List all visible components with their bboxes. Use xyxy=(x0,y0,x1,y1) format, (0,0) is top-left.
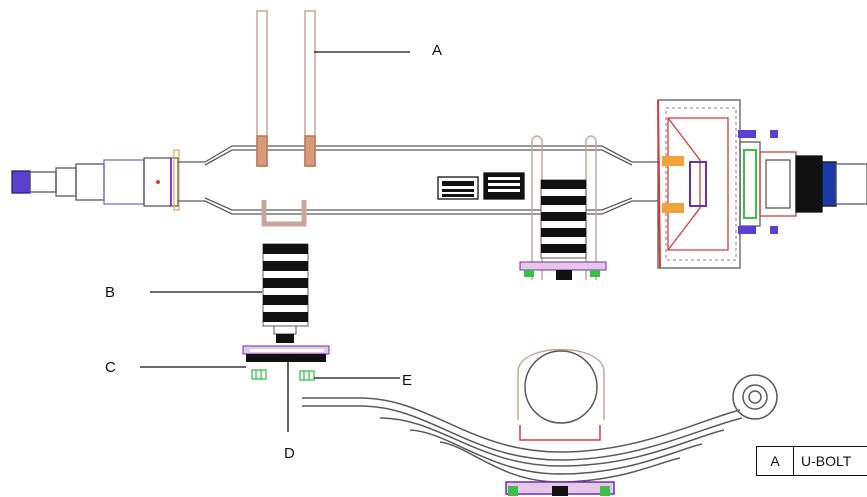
spring-pad-b xyxy=(262,243,309,343)
callout-c: C xyxy=(105,359,116,376)
parts-legend-row: A U-BOLT xyxy=(756,446,867,476)
nuts-c-e xyxy=(251,369,315,381)
legend-letter: A xyxy=(757,447,794,475)
leaf-spring xyxy=(302,348,778,496)
callout-e: E xyxy=(402,372,413,389)
tie-plate-d xyxy=(242,345,330,362)
axle xyxy=(11,145,660,215)
brake-drum-hub xyxy=(657,99,867,269)
spring-pack-right xyxy=(519,179,607,280)
u-bolt-legs-top xyxy=(256,10,316,227)
legend-part-name: U-BOLT xyxy=(801,453,852,469)
callout-d: D xyxy=(284,445,295,462)
leader-lines xyxy=(140,51,410,432)
callout-a: A xyxy=(432,42,443,59)
callout-b: B xyxy=(105,284,116,301)
